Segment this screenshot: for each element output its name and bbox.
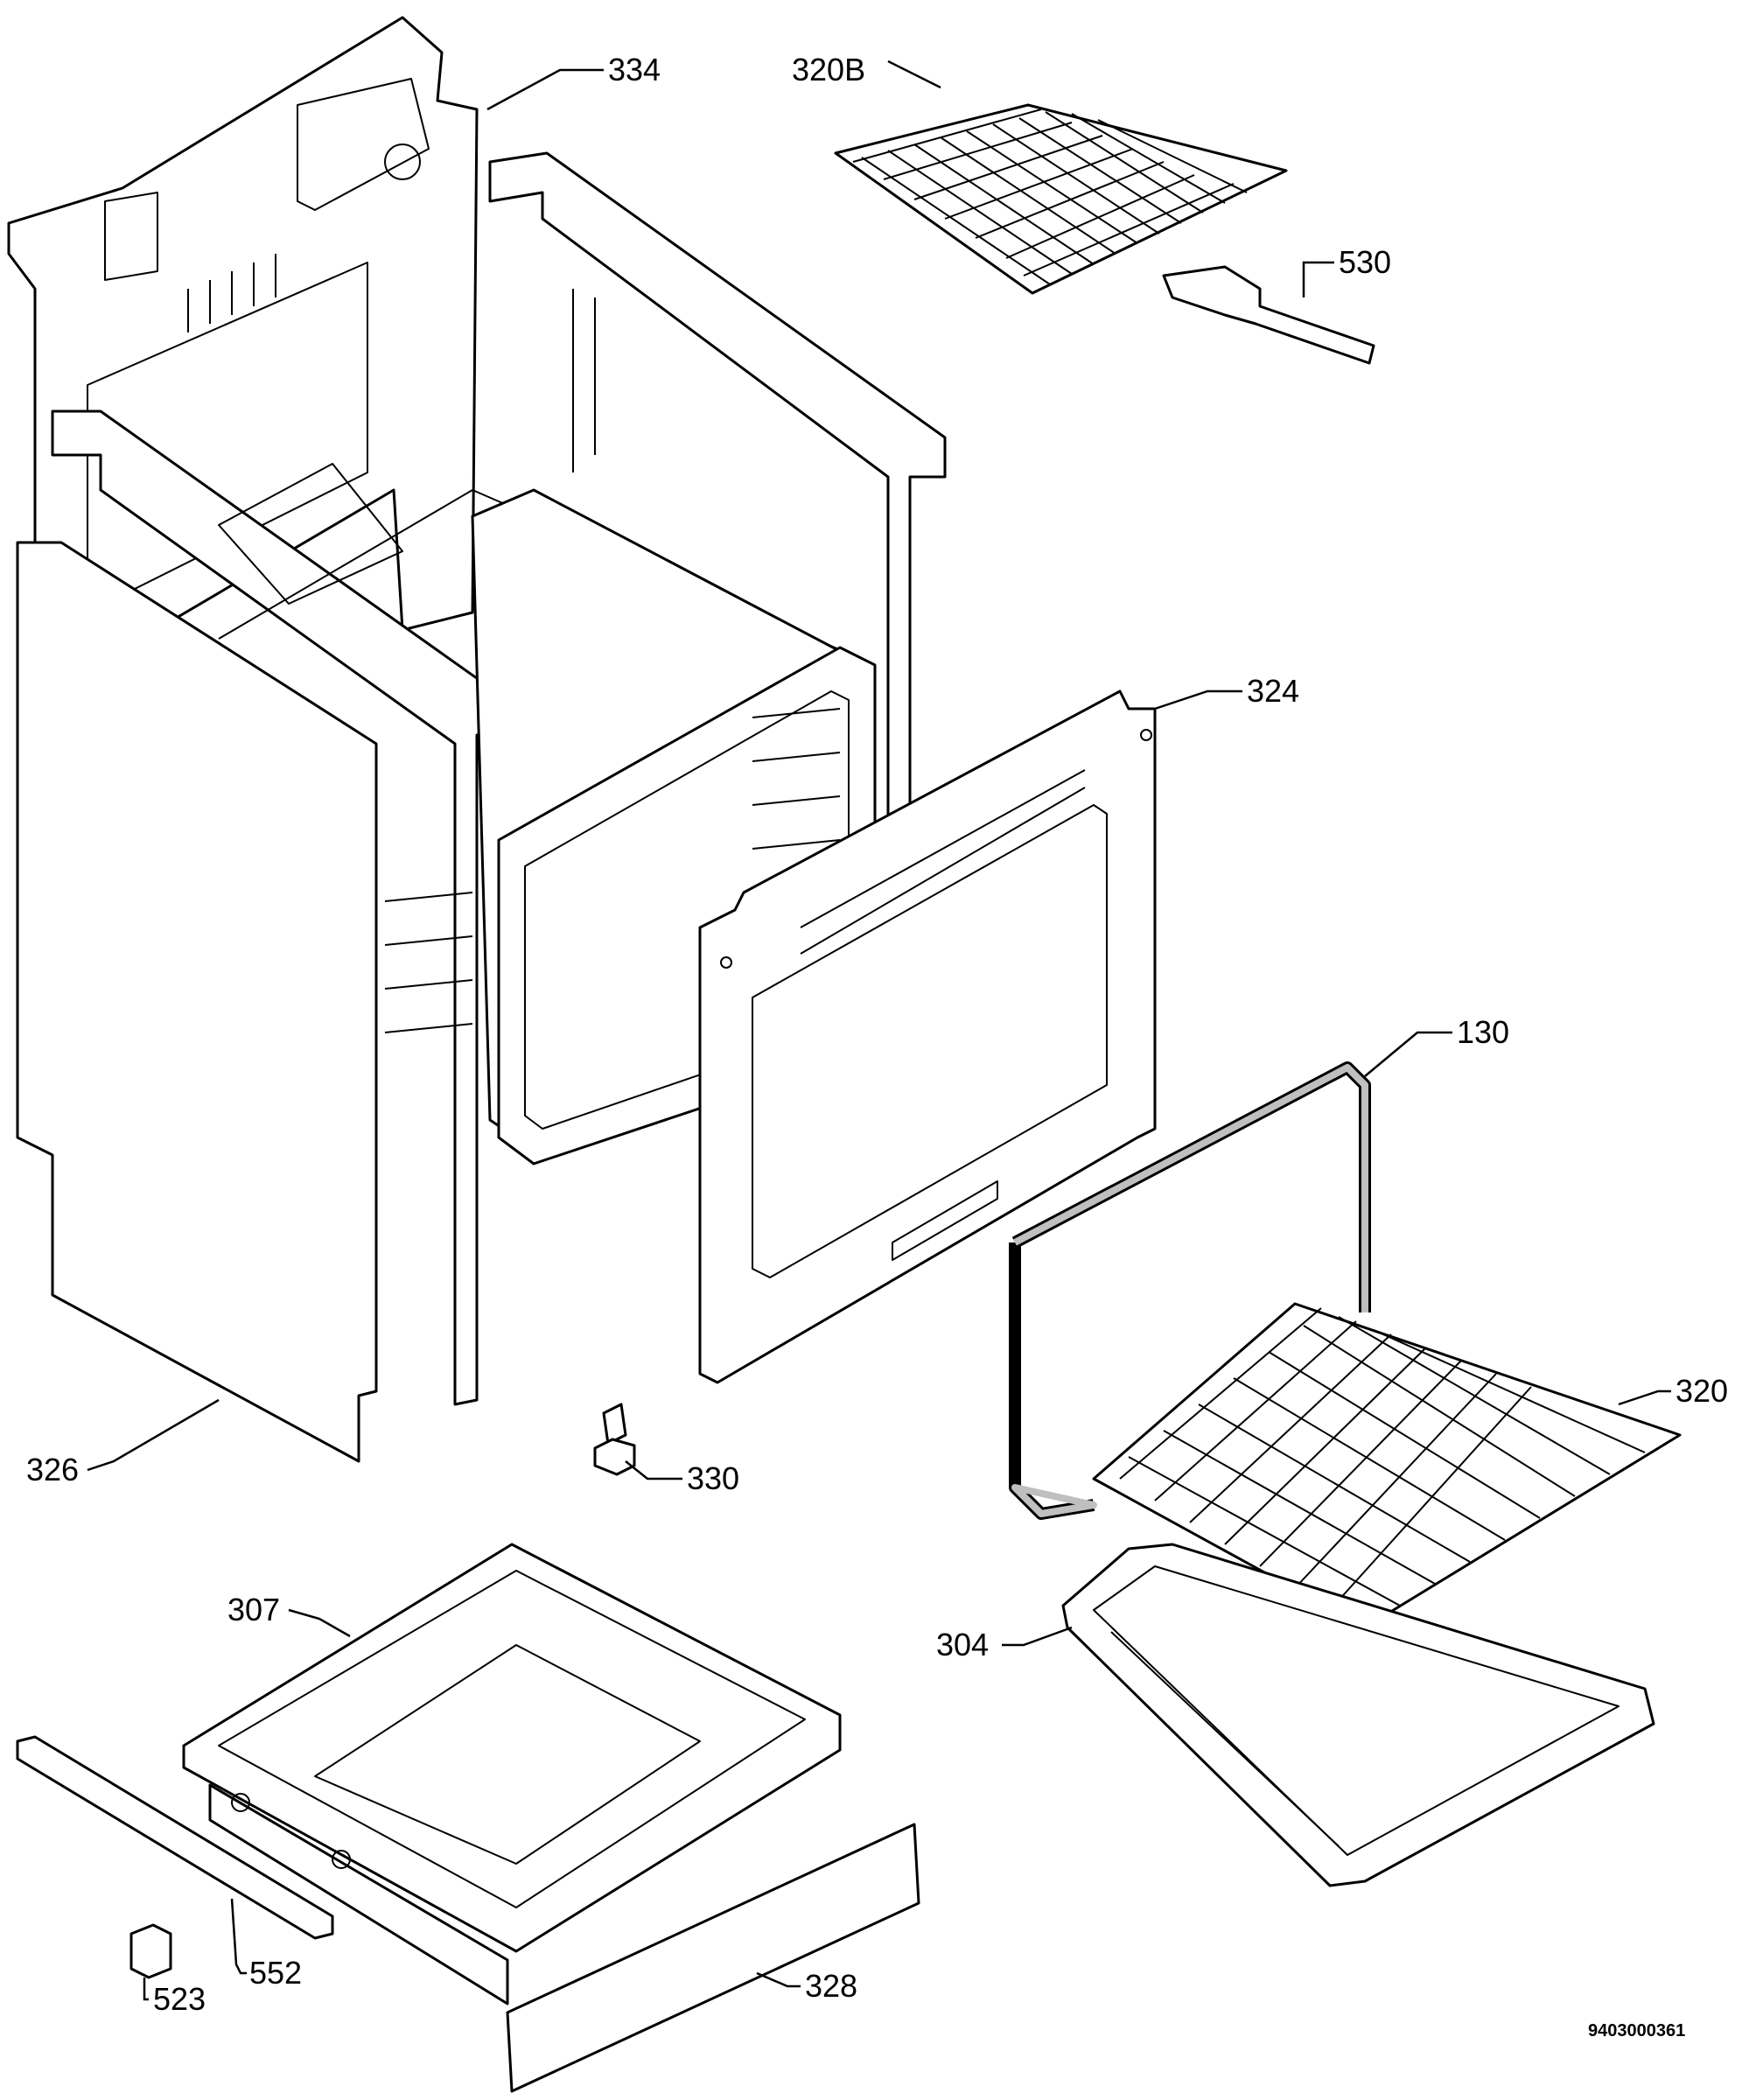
callout-523: 523 (153, 1981, 206, 2017)
leader-326 (87, 1398, 220, 1472)
document-number: 9403000361 (1588, 2021, 1685, 2040)
callout-320b: 320B (792, 52, 865, 88)
leader-324 (1154, 690, 1242, 710)
callout-304: 304 (936, 1627, 989, 1662)
callout-552: 552 (249, 1955, 302, 1991)
leader-328 (756, 1971, 801, 1988)
leader-320b (887, 60, 941, 89)
callout-320: 320 (1676, 1373, 1728, 1409)
grill-handle (1162, 265, 1375, 365)
runner-clip (129, 1923, 172, 1979)
callout-330: 330 (687, 1460, 739, 1496)
callout-324: 324 (1247, 673, 1299, 709)
baking-tray (1061, 1543, 1655, 1887)
leader-307 (288, 1608, 351, 1638)
leader-334 (486, 68, 604, 111)
drawer-front-panel (506, 1823, 920, 2093)
leader-130 (1364, 1031, 1452, 1077)
grill-rack (834, 103, 1288, 295)
leader-530 (1302, 261, 1334, 298)
storage-drawer (182, 1543, 842, 2006)
leader-552 (230, 1898, 247, 1975)
drawer-runner (16, 1735, 334, 1940)
callout-130: 130 (1457, 1014, 1509, 1050)
door-gasket (1009, 1061, 1371, 1520)
callout-530: 530 (1339, 244, 1391, 280)
bolt (593, 1403, 636, 1476)
leader-320 (1618, 1390, 1671, 1406)
callout-307: 307 (227, 1592, 280, 1628)
callout-328: 328 (805, 1968, 857, 2004)
leader-523 (143, 1978, 149, 2001)
leader-304 (1002, 1626, 1073, 1647)
side-panel (16, 541, 378, 1463)
callout-326: 326 (26, 1452, 79, 1488)
leader-330 (625, 1460, 682, 1480)
callout-334: 334 (608, 52, 661, 88)
